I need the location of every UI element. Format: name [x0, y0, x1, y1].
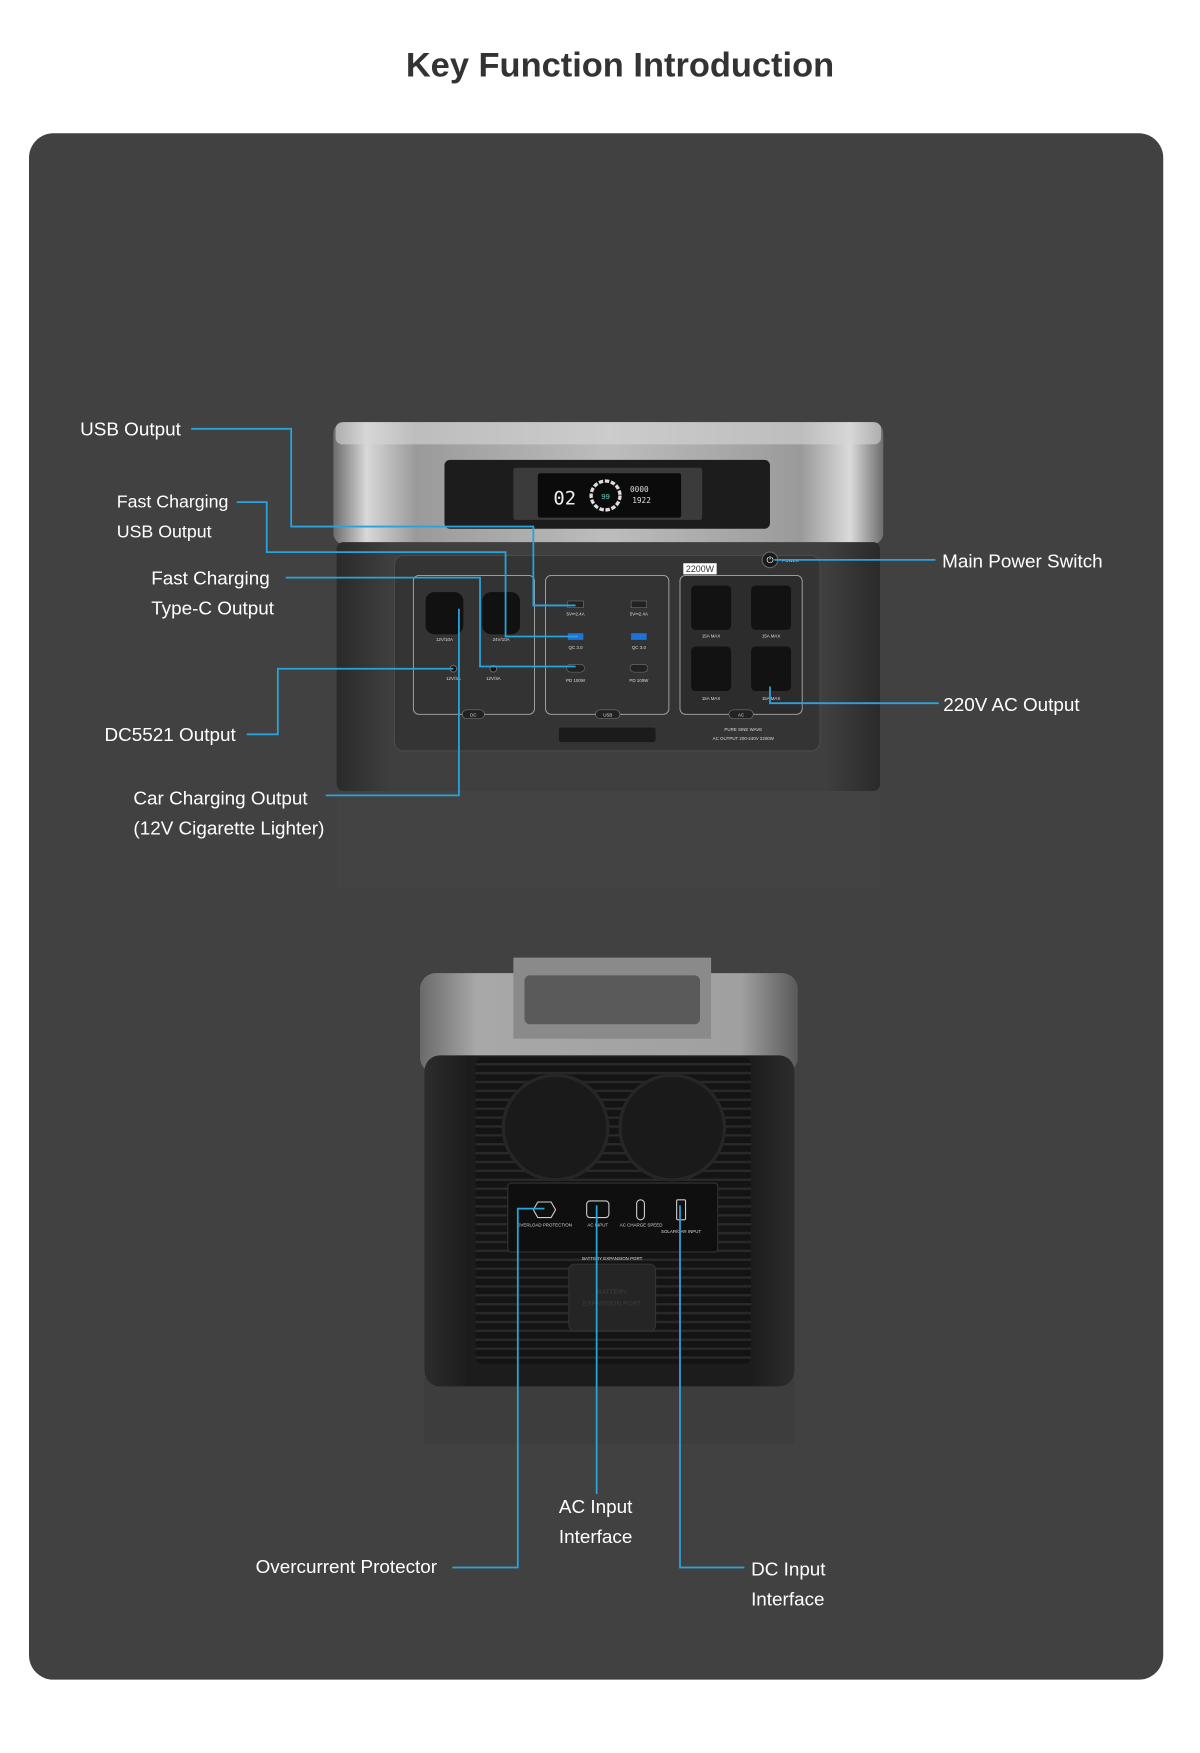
- lcd-output-value: 1922: [632, 496, 651, 505]
- port-label: 12V/3A: [446, 676, 461, 681]
- cigarette-socket: [425, 592, 464, 635]
- port-label: 12V/3A: [486, 676, 501, 681]
- type-c-port: [629, 664, 649, 673]
- usb-panel: [545, 575, 670, 715]
- ac-outlet: [751, 646, 792, 691]
- port-label: SOLAR/CAR INPUT: [661, 1229, 701, 1234]
- usb-a-port: [567, 600, 584, 608]
- battery-port-cover-text: BATTERY: [597, 1289, 628, 1296]
- lcd-screen: [537, 473, 682, 518]
- port-label: 15A MAX: [762, 696, 781, 701]
- port-label: 5V⎓2.4A: [630, 611, 648, 616]
- ac-outlet: [691, 646, 732, 691]
- label-car-charging: Car Charging Output: [133, 788, 308, 809]
- port-label: QC 3.0: [569, 645, 584, 650]
- ac-spec-label: AC OUTPUT 200-240V 2200W: [713, 736, 775, 741]
- battery-expansion-port[interactable]: [568, 1263, 657, 1332]
- dc-input-port[interactable]: [676, 1199, 687, 1221]
- overcurrent-protector[interactable]: [532, 1201, 557, 1219]
- port-label: AC INPUT: [587, 1222, 608, 1227]
- usb-group-label: USB: [603, 713, 612, 718]
- dc-group-label: DC: [470, 713, 477, 718]
- charge-speed-switch[interactable]: [636, 1199, 645, 1221]
- lcd-main-value: 02: [553, 487, 576, 509]
- label-fast-typec: Fast Charging: [151, 568, 270, 589]
- usb-a-port: [630, 600, 647, 608]
- power-station-back: OVERLOAD PROTECTION AC INPUT AC CHARGE S…: [420, 957, 798, 1445]
- power-icon: ⏻: [766, 555, 773, 565]
- port-label: 15A MAX: [702, 696, 721, 701]
- label-main-power-switch: Main Power Switch: [942, 552, 1103, 573]
- battery-port-label: BATTERY EXPANSION PORT: [582, 1256, 643, 1261]
- power-station-front: 02 99 0000 1922 12V/10A 24V/10A 12V/3A 1…: [333, 422, 884, 889]
- fan-icon: [501, 1073, 610, 1182]
- label-fast-typec: Type-C Output: [151, 598, 274, 619]
- lcd-battery-percent: 99: [601, 492, 610, 501]
- port-label: 12V/10A: [436, 637, 453, 642]
- port-label: QC 3.0: [632, 645, 647, 650]
- fan-icon: [618, 1073, 727, 1182]
- battery-port-cover-text: EXPANSION PORT: [583, 1300, 642, 1307]
- port-label: 24V/10A: [493, 637, 510, 642]
- sine-wave-label: PURE SINE WAVE: [724, 727, 762, 732]
- ac-outlet: [691, 585, 732, 630]
- ac-input-port[interactable]: [586, 1200, 610, 1219]
- label-dc5521: DC5521 Output: [105, 725, 237, 746]
- port-label: AC CHARGE SPEED: [620, 1222, 663, 1227]
- port-label: 15A MAX: [762, 634, 781, 639]
- label-fast-usb: Fast Charging: [117, 492, 229, 512]
- port-label: 15A MAX: [702, 634, 721, 639]
- qc-usb-port: [631, 633, 647, 640]
- ac-group-label: AC: [738, 713, 745, 718]
- input-port-panel: [507, 1182, 719, 1253]
- label-ac-input: AC Input: [559, 1497, 633, 1518]
- label-fast-usb: USB Output: [117, 522, 212, 542]
- type-c-port: [566, 664, 585, 673]
- port-label: 5V⎓2.4A: [567, 611, 585, 616]
- rating-badge: 2200W: [686, 564, 715, 574]
- ac-outlet: [751, 585, 792, 630]
- label-ac-input: Interface: [559, 1527, 632, 1548]
- reflection: [336, 777, 880, 889]
- label-car-charging: (12V Cigarette Lighter): [133, 818, 324, 839]
- port-label: PD 100W: [629, 678, 649, 683]
- port-label: PD 100W: [566, 678, 586, 683]
- callout-lines: [191, 427, 939, 1569]
- label-usb-output: USB Output: [80, 419, 181, 440]
- lcd-input-value: 0000: [630, 485, 649, 494]
- page-title: Key Function Introduction: [406, 47, 834, 85]
- cigarette-socket: [482, 592, 521, 635]
- label-dc-input: Interface: [751, 1589, 824, 1610]
- label-ac-output: 220V AC Output: [943, 695, 1080, 716]
- label-dc-input: DC Input: [751, 1559, 826, 1580]
- port-label: OVERLOAD PROTECTION: [517, 1222, 572, 1227]
- label-overcurrent: Overcurrent Protector: [256, 1557, 437, 1578]
